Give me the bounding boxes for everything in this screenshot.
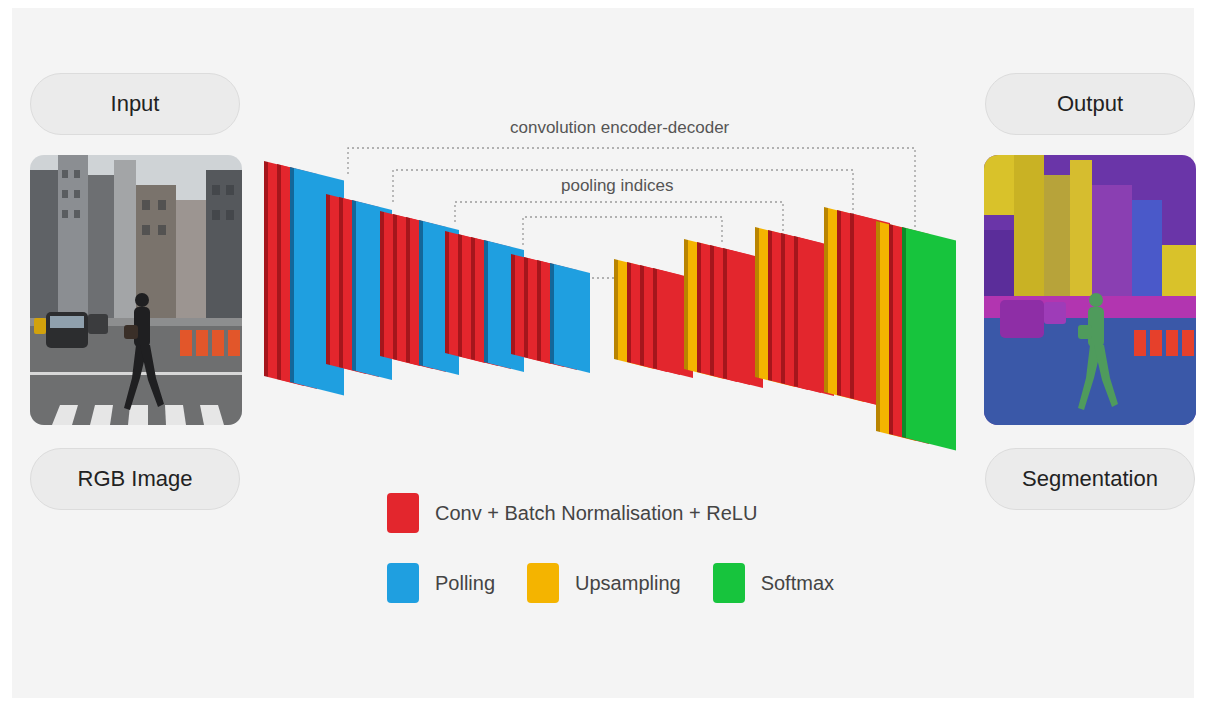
box-label: Segmentation xyxy=(1022,466,1158,492)
segmentation-map xyxy=(984,155,1196,425)
legend-swatch xyxy=(387,493,419,533)
rounded-label-box: RGB Image xyxy=(30,448,240,510)
encoder-layers xyxy=(264,161,590,395)
rounded-label-box: Output xyxy=(985,73,1195,135)
legend-item: Upsampling xyxy=(527,563,681,603)
bracket-label: pooling indices xyxy=(558,176,676,196)
bracket-label: convolution encoder-decoder xyxy=(507,118,732,138)
legend-item: Softmax xyxy=(713,563,834,603)
rounded-label-box: Segmentation xyxy=(985,448,1195,510)
legend-swatch xyxy=(527,563,559,603)
legend-text: Conv + Batch Normalisation + ReLU xyxy=(435,502,757,525)
legend-text: Upsampling xyxy=(575,572,681,595)
legend-item: Conv + Batch Normalisation + ReLU xyxy=(387,493,757,533)
legend-row: Polling Upsampling Softmax xyxy=(387,563,834,603)
input-photo xyxy=(30,155,242,425)
legend-item: Polling xyxy=(387,563,495,603)
legend-swatch xyxy=(713,563,745,603)
legend-swatch xyxy=(387,563,419,603)
legend-text: Polling xyxy=(435,572,495,595)
decoder-layers xyxy=(614,207,956,450)
legend-row: Conv + Batch Normalisation + ReLU xyxy=(387,493,757,533)
legend-text: Softmax xyxy=(761,572,834,595)
box-label: RGB Image xyxy=(78,466,193,492)
rounded-label-box: Input xyxy=(30,73,240,135)
box-label: Output xyxy=(1057,91,1123,117)
box-label: Input xyxy=(111,91,160,117)
